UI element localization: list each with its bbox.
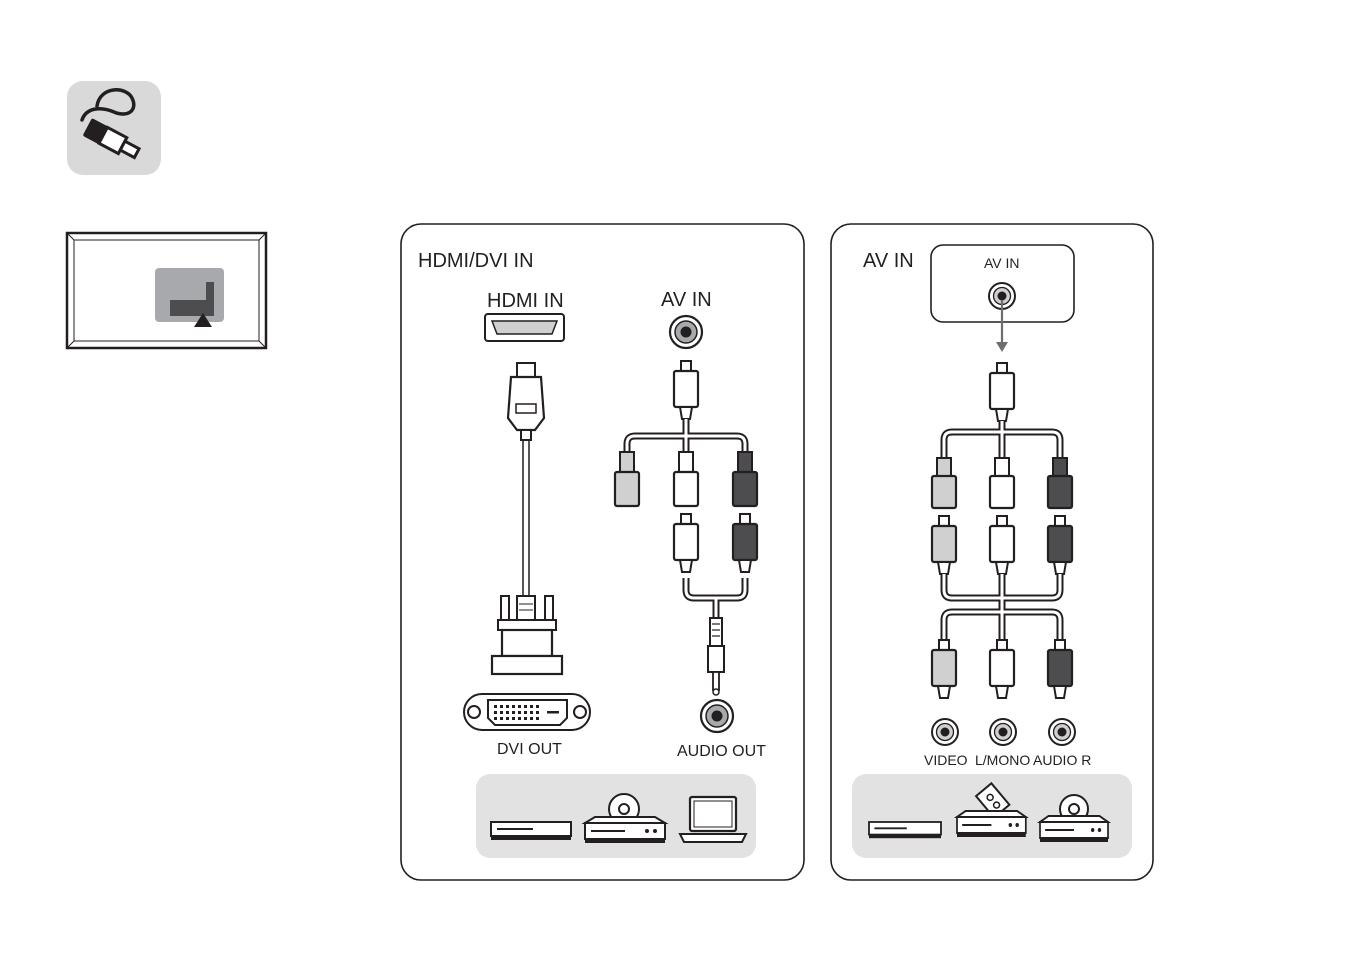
panel-hdmi-title: HDMI/DVI IN — [418, 250, 534, 272]
audio-out-label: AUDIO OUT — [677, 743, 766, 760]
audio-r-jack-icon — [1049, 719, 1075, 745]
audio-out-jack-icon — [701, 700, 733, 732]
panel-av-in: AV IN AV IN — [831, 224, 1153, 880]
dvi-port-icon — [464, 694, 590, 730]
panel-av-title: AV IN — [863, 250, 914, 272]
hdmi-in-label: HDMI IN — [487, 290, 564, 312]
dvi-out-label: DVI OUT — [497, 741, 562, 758]
cable-plug-icon — [67, 81, 161, 175]
tv-rear-ports-icon — [67, 233, 266, 348]
audio-r-label: AUDIO R — [1033, 752, 1091, 768]
hdmi-port-icon — [485, 314, 564, 341]
av-in-jack-icon — [670, 316, 702, 348]
video-jack-icon — [932, 719, 958, 745]
set-top-box-icon — [491, 822, 571, 840]
av-in-label: AV IN — [661, 289, 712, 311]
lmono-jack-icon — [990, 719, 1016, 745]
av-in-box-label: AV IN — [984, 255, 1020, 271]
laptop-icon — [680, 797, 746, 842]
lmono-label: L/MONO — [975, 752, 1030, 768]
panel-hdmi-dvi: HDMI/DVI IN HDMI IN AV IN — [401, 224, 804, 880]
video-label: VIDEO — [924, 752, 968, 768]
set-top-box-icon — [869, 822, 941, 838]
